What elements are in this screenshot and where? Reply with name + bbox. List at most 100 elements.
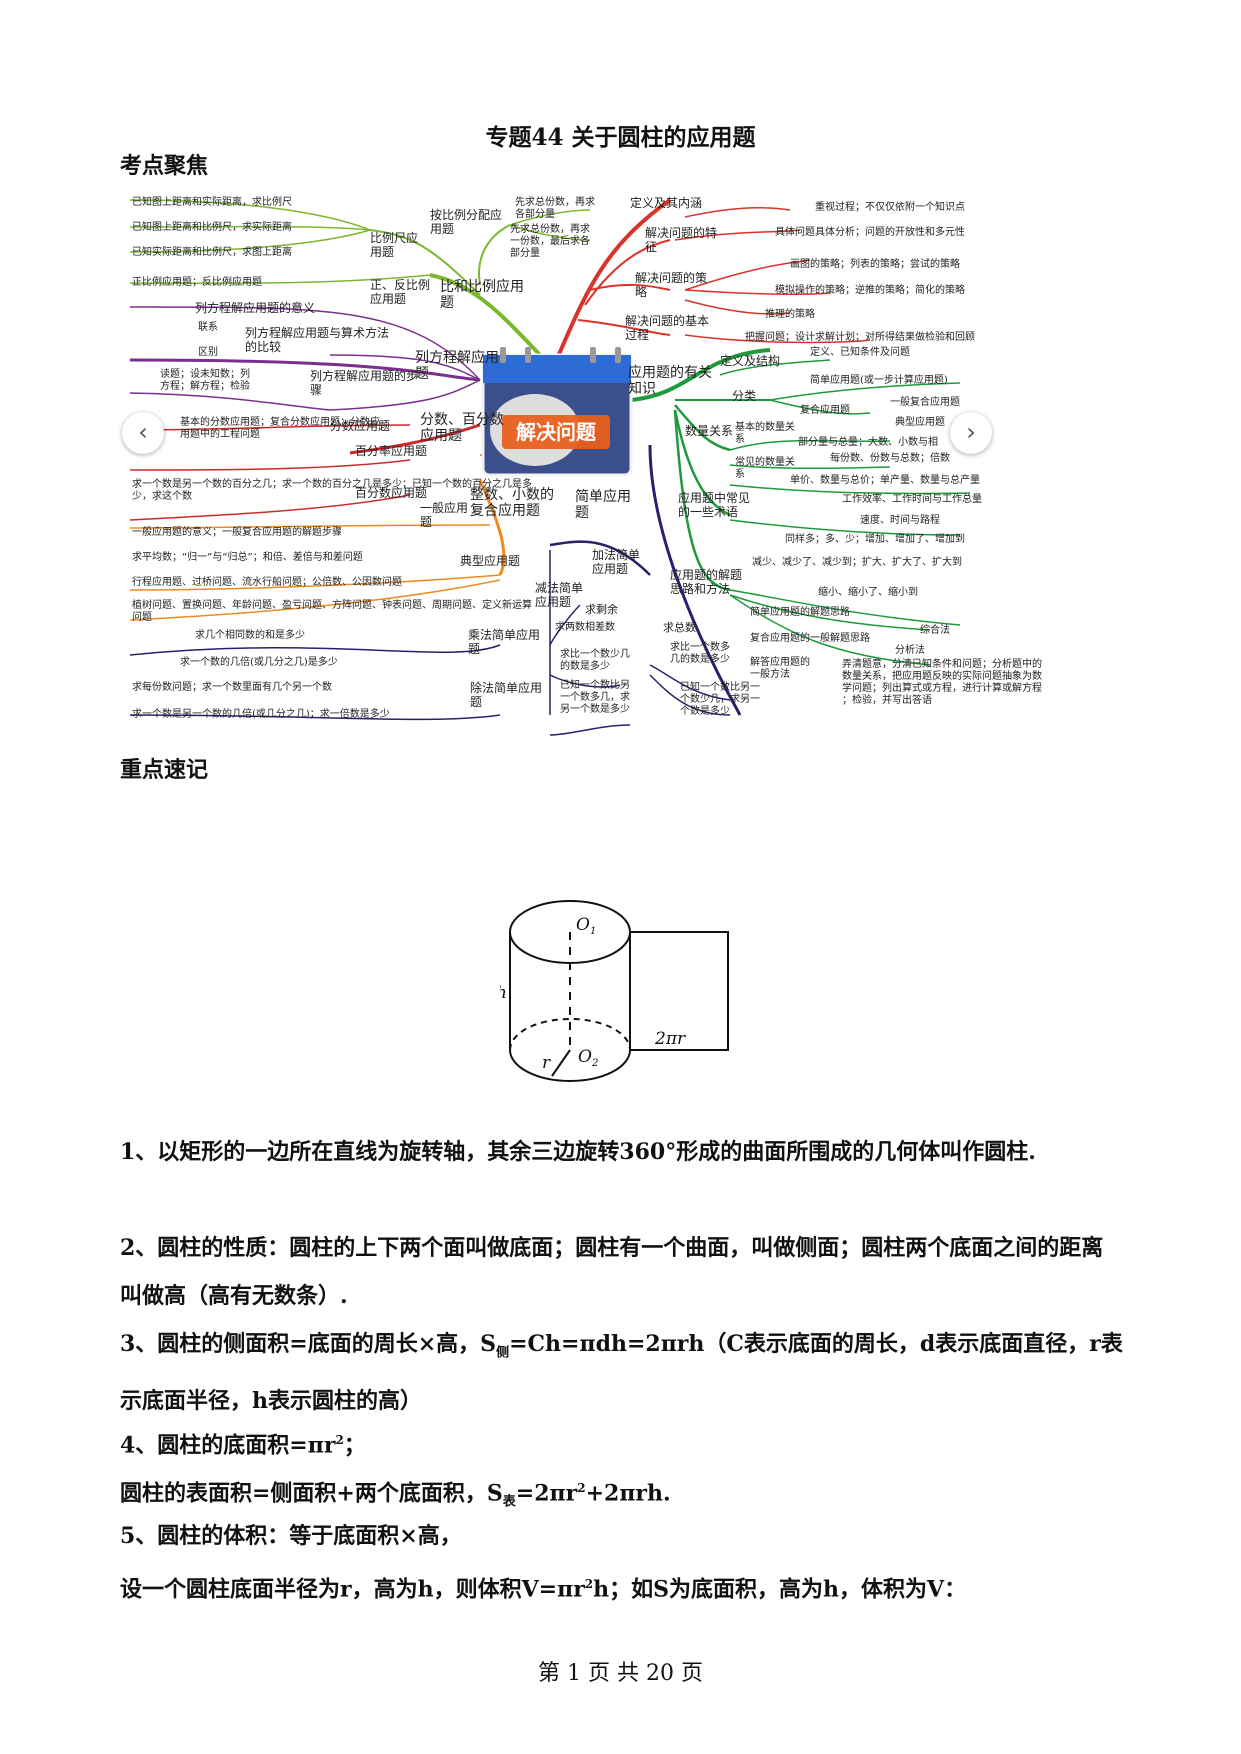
mindmap-label: 行程应用题、过桥问题、流水行船问题；公倍数、公因数问题 [132,575,402,588]
mindmap-label: 百分率应用题 [355,443,427,458]
mindmap-branch-line [130,225,371,231]
mindmap-branch-line [130,459,411,471]
mindmap-label: 弄清题意，分清已知条件和问题；分析题中的数量关系，把应用题反映的实际问题抽象为数… [842,657,1042,706]
chevron-left-icon: ‹ [138,418,148,446]
mindmap-label: 基本的分数应用题；复合分数应用题；分数应用题中的工程问题 [180,415,380,440]
mindmap-branch-line [130,494,411,521]
mindmap-label: 求一个数的几倍(或几分之几)是多少 [180,655,338,668]
mindmap-label: 比和比例应用题 [440,278,524,311]
mindmap-label: 简单应用题 [575,488,631,521]
mindmap-branch-line [729,519,961,536]
mindmap-label: 工作效率、工作时间与工作总量 [842,492,982,505]
mindmap-label: 具体问题具体分析；问题的开放性和多元性 [775,225,965,238]
mindmap-label: 缩小、缩小了、缩小到 [818,585,918,598]
mindmap-label: 区别 [198,346,218,358]
mindmap-label: 乘法简单应用题 [468,627,540,656]
circumference-label: 2πr [654,1029,686,1049]
mindmap-branch-line [130,274,431,284]
mindmap-label: 求比一个数多几的数是多少 [670,640,730,665]
mindmap-label: 典型应用题 [460,553,520,568]
mindmap-branch-line [549,724,631,736]
mindmap-label: 一般应用题的意义；一般复合应用题的解题步骤 [132,525,342,538]
mindmap-label: 按比例分配应用题 [430,207,502,236]
mindmap-branch-line [130,644,501,656]
cylinder-bottom-back-arc [509,1018,631,1051]
mindmap-branch-line [329,379,481,411]
mindmap-label: 正、反比例应用题 [370,278,430,306]
mindmap-label: 除法简单应用题 [470,680,542,709]
mindmap-label: 求总数 [663,620,696,634]
mindmap-label: 单价、数量与总价；单产量、数量与总产量 [790,473,980,486]
next-slide-button[interactable]: › [950,412,992,454]
mindmap-label: 分析法 [895,643,925,656]
mindmap-label: 解决问题的特征 [645,225,717,254]
mindmap-branch-line [549,674,621,688]
mindmap-label: 常见的数量关系 [735,455,795,480]
mindmap-branch-line [130,574,501,591]
mindmap-branch-line [509,224,591,241]
paragraph-4: 4、圆柱的底面积=πr2； [120,1432,366,1459]
mindmap-label: 求几个相同数的和是多少 [195,628,305,641]
mindmap-label: 推理的策略 [765,307,815,320]
mindmap-branch-line [729,464,891,469]
mindmap-branch-line [648,444,742,716]
mindmap-label: 求一个数是另一个数的百分之几；求一个数的百分之几是多少；已知一个数的百分之几是多… [132,477,532,502]
section-heading-focus: 考点聚焦 [120,153,209,179]
mindmap-branch-line [130,199,371,231]
radius-line [551,1049,571,1077]
mindmap-branch-line [478,479,506,576]
cylinder-bottom-front-arc [509,1049,631,1082]
mindmap-branch-line [349,423,481,455]
mindmap-label: 定义及其内涵 [630,195,702,210]
mindmap-branch-line [577,319,671,336]
mindmap-label: 比例尺应用题 [370,230,418,259]
mindmap-label: 百分数应用题 [355,485,427,500]
paragraph-5: 圆柱的表面积=侧面积+两个底面积，S表=2πr2+2πrh. [120,1480,671,1510]
mindmap-branch-line [684,299,791,315]
mindmap-branch-line [684,259,811,291]
mindmap-branch-line [719,359,831,376]
chevron-right-icon: › [966,418,976,446]
mindmap-label: 应用题中常见的一些术语 [678,490,750,519]
previous-slide-button[interactable]: ‹ [122,412,164,454]
mindmap-label: 加法简单应用题 [592,548,640,576]
mindmap-branch-line [649,674,731,716]
mindmap-label: 定义及结构 [720,353,780,368]
mindmap-branch-line [674,229,801,241]
mindmap-label: 应用题的有关知识 [628,364,712,397]
paragraph-1: 1、以矩形的一边所在直线为旋转轴，其余三边旋转360°形成的曲面所围成的几何体叫… [120,1139,1036,1165]
unrolled-side-rectangle [630,931,729,1051]
mindmap-label: 列方程解应用题的意义 [195,300,315,315]
mindmap-branch-line [729,594,931,631]
mindmap-branch-line [589,283,671,291]
mindmap-branch-line [130,579,501,621]
mindmap-branch-line [130,524,491,529]
paragraph-7: 设一个圆柱底面半径为r，高为h，则体积V=πr2h；如S为底面积，高为h，体积为… [120,1576,967,1603]
mindmap-label: 复合应用题的一般解题思路 [750,631,870,644]
mindmap-label: 一般复合应用题 [890,395,960,408]
mindmap-branch-line [673,409,731,592]
page-title: 专题44 关于圆柱的应用题 [485,124,756,151]
mindmap-label: 把握问题；设计求解计划；对所得结果做检验和回顾 [745,330,975,343]
mindmap-label: 解决问题的基本过程 [625,313,709,342]
mindmap-branch-line [769,382,961,401]
mindmap-label: 列方程解应用题与算术方法的比较 [245,325,389,354]
mindmap-branch-line [629,348,771,402]
mindmap-label: 读题；设未知数；列方程；解方程；检验 [160,367,250,392]
cylinder-net-figure: O1 O2 h r 2πr [500,900,729,1082]
section-heading-key-points: 重点速记 [120,757,209,783]
mindmap-label: 画图的策略；列表的策略；尝试的策略 [790,257,960,270]
paragraph-2: 2、圆柱的性质：圆柱的上下两个面叫做底面；圆柱有一个曲面，叫做侧面；圆柱两个底面… [120,1235,1104,1309]
mindmap-label: 简单应用题的解题思路 [750,605,850,618]
mindmap-label: 同样多；多、少；增加、增加了、增加到 [785,532,965,545]
mindmap-label: 数量关系 [685,423,733,438]
mindmap-branch-line [130,229,371,253]
mindmap-branch-line [130,306,481,381]
mindmap-label: 简单应用题(或一步计算应用题) [810,373,948,386]
mindmap-label: 已知一个数比另一个数多几，求另一个数是多少 [560,678,630,715]
mindmap-label: 求剩余 [585,602,618,616]
mindmap-label: 已知一个数比另一个数少几，求另一个数是多少 [680,680,760,717]
mindmap-label: 重视过程；不仅仅依附一个知识点 [815,200,965,213]
mindmap-label: 每份数、份数与总数；倍数 [830,451,950,464]
mindmap-label: 复合应用题 [800,403,850,416]
